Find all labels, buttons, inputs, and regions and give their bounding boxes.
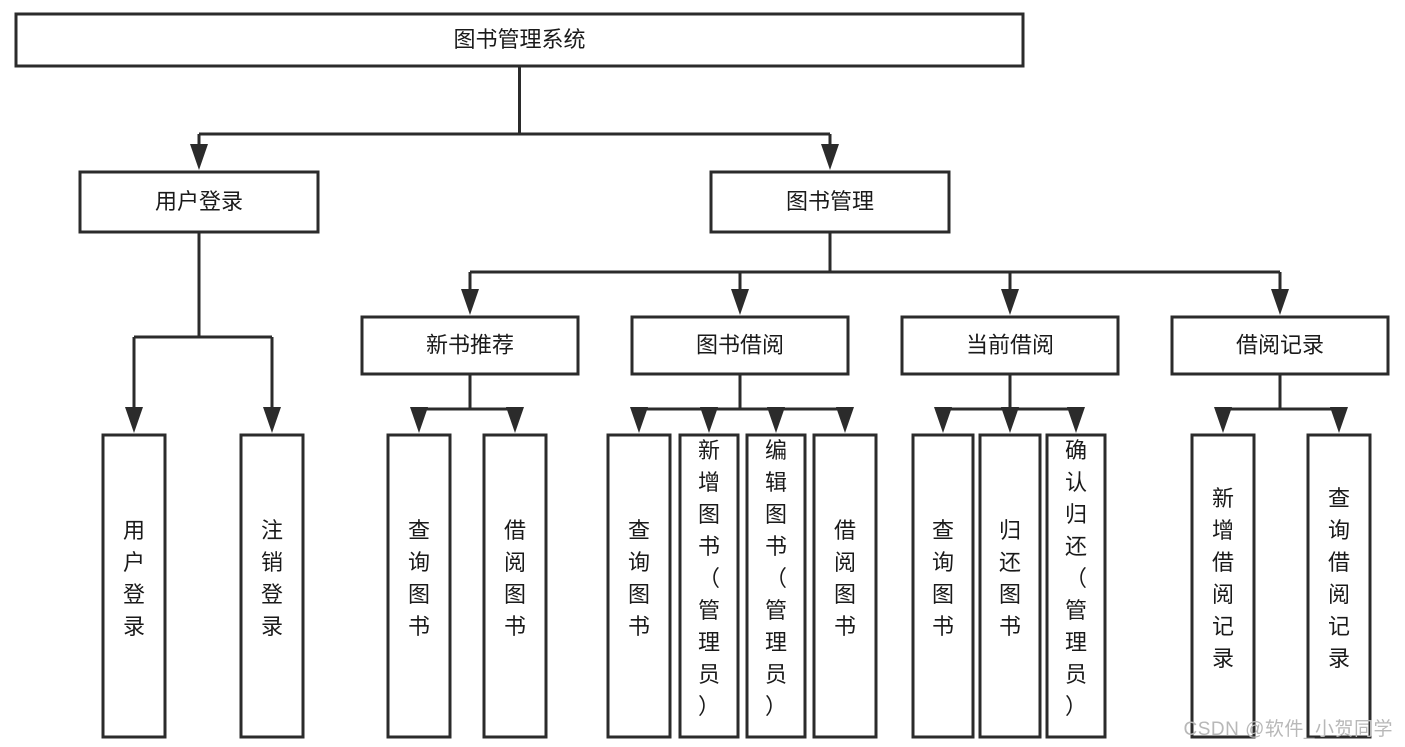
node-leaf-query-book-1[interactable]: 查询图书: [386, 433, 452, 739]
node-label-leaf-borrow-book-1: 借阅图书: [504, 518, 526, 639]
node-current-borrow[interactable]: 当前借阅: [900, 315, 1120, 376]
arrow-head-icon: [1001, 407, 1019, 433]
node-box-book-management: [709, 170, 951, 234]
arrow-head-icon: [190, 144, 208, 170]
arrow-head-icon: [506, 407, 524, 433]
node-leaf-user-login[interactable]: 用户登录: [101, 433, 167, 739]
node-box-leaf-user-login: [101, 433, 167, 739]
node-label-book-management: 图书管理: [786, 189, 874, 214]
node-label-new-book-recommend: 新书推荐: [426, 332, 514, 357]
node-box-current-borrow: [900, 315, 1120, 376]
node-label-user-login: 用户登录: [155, 189, 243, 214]
node-label-leaf-borrow-book-2: 借阅图书: [834, 518, 856, 639]
node-box-leaf-query-book-2: [606, 433, 672, 739]
node-label-leaf-edit-book-admin: 编辑图书（管理员）: [765, 438, 787, 719]
node-box-leaf-query-book-3: [911, 433, 975, 739]
node-label-leaf-confirm-return-admin: 确认归还（管理员）: [1065, 438, 1087, 719]
node-user-login[interactable]: 用户登录: [78, 170, 320, 234]
node-label-leaf-user-logout: 注销登录: [261, 518, 283, 639]
node-box-user-login: [78, 170, 320, 234]
node-box-leaf-add-book-admin: [678, 433, 740, 739]
node-label-leaf-query-book-2: 查询图书: [628, 518, 650, 639]
node-leaf-confirm-return-admin[interactable]: 确认归还（管理员）: [1045, 433, 1107, 739]
node-label-current-borrow: 当前借阅: [966, 332, 1054, 357]
node-label-leaf-query-borrow-record: 查询借阅记录: [1328, 486, 1350, 671]
node-box-leaf-return-book: [978, 433, 1042, 739]
node-leaf-borrow-book-2[interactable]: 借阅图书: [812, 433, 878, 739]
arrow-head-icon: [410, 407, 428, 433]
node-leaf-query-book-3[interactable]: 查询图书: [911, 433, 975, 739]
arrow-head-icon: [821, 144, 839, 170]
node-label-book-borrow: 图书借阅: [696, 332, 784, 357]
arrow-head-icon: [630, 407, 648, 433]
arrow-head-icon: [767, 407, 785, 433]
arrow-head-icon: [731, 289, 749, 315]
node-box-new-book-recommend: [360, 315, 580, 376]
arrow-head-icon: [934, 407, 952, 433]
node-root[interactable]: 图书管理系统: [14, 12, 1025, 68]
arrow-head-icon: [1330, 407, 1348, 433]
node-leaf-return-book[interactable]: 归还图书: [978, 433, 1042, 739]
node-box-leaf-borrow-book-1: [482, 433, 548, 739]
node-label-leaf-query-book-3: 查询图书: [932, 518, 954, 639]
node-book-borrow[interactable]: 图书借阅: [630, 315, 850, 376]
arrow-head-icon: [125, 407, 143, 433]
node-leaf-query-book-2[interactable]: 查询图书: [606, 433, 672, 739]
node-label-leaf-user-login: 用户登录: [123, 518, 145, 639]
arrow-head-icon: [700, 407, 718, 433]
node-label-leaf-add-book-admin: 新增图书（管理员）: [698, 438, 720, 719]
node-box-leaf-user-logout: [239, 433, 305, 739]
node-leaf-borrow-book-1[interactable]: 借阅图书: [482, 433, 548, 739]
node-new-book-recommend[interactable]: 新书推荐: [360, 315, 580, 376]
arrow-head-icon: [1214, 407, 1232, 433]
arrow-head-icon: [1271, 289, 1289, 315]
node-label-leaf-return-book: 归还图书: [999, 518, 1021, 639]
node-box-borrow-record: [1170, 315, 1390, 376]
node-leaf-add-book-admin[interactable]: 新增图书（管理员）: [678, 433, 740, 739]
node-box-leaf-add-borrow-record: [1190, 433, 1256, 739]
node-label-leaf-add-borrow-record: 新增借阅记录: [1212, 486, 1234, 671]
node-label-borrow-record: 借阅记录: [1236, 332, 1324, 357]
arrow-head-icon: [836, 407, 854, 433]
node-label-leaf-query-book-1: 查询图书: [408, 518, 430, 639]
node-borrow-record[interactable]: 借阅记录: [1170, 315, 1390, 376]
node-box-leaf-query-book-1: [386, 433, 452, 739]
node-box-leaf-confirm-return-admin: [1045, 433, 1107, 739]
node-box-leaf-borrow-book-2: [812, 433, 878, 739]
node-leaf-user-logout[interactable]: 注销登录: [239, 433, 305, 739]
node-leaf-add-borrow-record[interactable]: 新增借阅记录: [1190, 433, 1256, 739]
node-leaf-edit-book-admin[interactable]: 编辑图书（管理员）: [745, 433, 807, 739]
node-book-management[interactable]: 图书管理: [709, 170, 951, 234]
node-label-root: 图书管理系统: [453, 27, 585, 52]
arrow-head-icon: [461, 289, 479, 315]
node-box-book-borrow: [630, 315, 850, 376]
node-leaf-query-borrow-record[interactable]: 查询借阅记录: [1306, 433, 1372, 739]
node-box-leaf-query-borrow-record: [1306, 433, 1372, 739]
node-box-leaf-edit-book-admin: [745, 433, 807, 739]
node-box-root: [14, 12, 1025, 68]
arrow-head-icon: [263, 407, 281, 433]
arrow-head-icon: [1067, 407, 1085, 433]
connector-edges: [125, 66, 1348, 433]
diagram-nodes: 图书管理系统用户登录图书管理新书推荐图书借阅当前借阅借阅记录用户登录注销登录查询…: [14, 12, 1390, 739]
arrow-head-icon: [1001, 289, 1019, 315]
